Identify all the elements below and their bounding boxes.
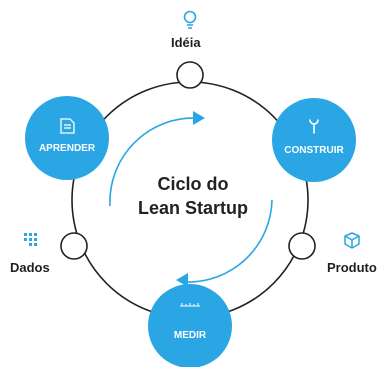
medir-label: MEDIR [173,330,207,341]
aprender-label: APRENDER [38,143,96,154]
dados-node [60,232,88,260]
cycle-title-line2: Lean Startup [137,198,248,218]
lightbulb-icon [183,10,197,29]
wrench-icon [309,119,319,134]
grid-icon [24,233,37,246]
ruler-icon [180,303,200,307]
cycle-arrow-top [193,111,205,125]
ideia-node [176,61,204,89]
cycle-arrow-bottom [176,273,188,287]
inner-cycle-arc-bottom [185,199,273,283]
medir-node [148,284,232,367]
ideia-label: Idéia [171,35,201,50]
document-icon [60,118,75,134]
construir-label: CONSTRUIR [284,145,344,156]
inner-cycle-arc-top [109,117,197,207]
cycle-title: Ciclo do Lean Startup [118,172,268,220]
construir-node [272,98,356,182]
cycle-title-line1: Ciclo do [157,174,229,194]
dados-label: Dados [10,260,50,275]
aprender-node [25,96,109,180]
produto-node [288,232,316,260]
cube-icon [344,232,360,249]
produto-label: Produto [327,260,377,275]
